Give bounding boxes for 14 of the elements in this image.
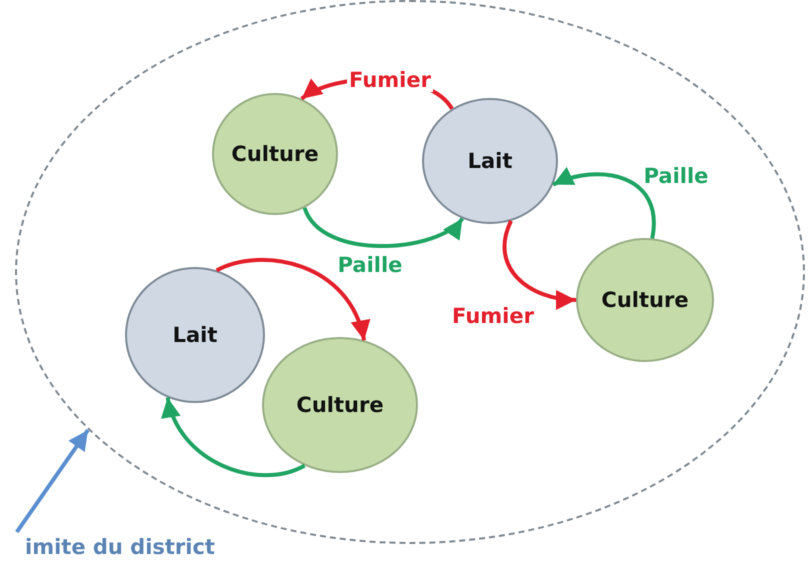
arrow xyxy=(216,258,368,341)
node-label: Lait xyxy=(468,149,512,173)
node-label: Culture xyxy=(231,142,319,166)
arrow xyxy=(162,397,306,478)
arrow xyxy=(502,220,576,309)
arrow xyxy=(552,168,656,239)
arrow xyxy=(15,428,90,534)
node-label: Culture xyxy=(296,393,384,417)
edge-label: Fumier xyxy=(347,68,433,92)
node-label: Lait xyxy=(172,323,218,347)
edge-label: Paille xyxy=(642,164,710,188)
boundary-label: imite du district xyxy=(25,535,215,559)
arrow xyxy=(302,206,464,248)
node-label: Culture xyxy=(601,288,689,312)
